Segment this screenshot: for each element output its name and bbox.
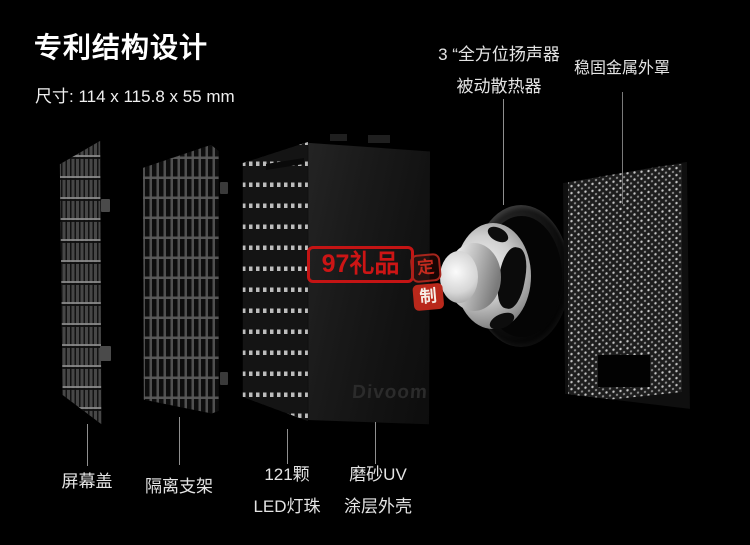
callout-screen-cover: 屏幕盖 [61, 472, 113, 491]
leader-line-metal-cover [622, 92, 623, 204]
isolation-bracket-panel [143, 144, 219, 414]
callout-shell: 磨砂UV 涂层外壳 [334, 464, 422, 517]
callout-metal-cover: 稳固金属外罩 [573, 60, 670, 77]
speaker-magnet-cap [440, 251, 478, 303]
led-matrix-face [242, 142, 308, 422]
watermark-seal-top: 定 [409, 252, 442, 284]
dimensions-text: 尺寸: 114 x 115.8 x 55 mm [35, 87, 235, 106]
leader-line-screen-cover [87, 424, 88, 466]
brand-logo: Divoom [351, 382, 429, 403]
watermark-seal: 定 制 [409, 252, 445, 312]
leader-line-led [287, 429, 288, 464]
leader-line-shell [375, 422, 376, 464]
watermark-badge: 97礼品 [307, 246, 414, 283]
callout-bracket: 隔离支架 [145, 477, 213, 496]
leader-line-bracket [179, 417, 180, 465]
screen-cover-panel [59, 140, 102, 425]
callout-shell-line1: 磨砂UV [349, 465, 407, 484]
bracket-clip [220, 372, 228, 385]
callout-led-line1: 121颗 [264, 465, 310, 484]
bracket-clip [220, 182, 228, 194]
callout-speaker-line1: 3 “全方位扬声器 [438, 45, 560, 64]
screen-cover-clip [100, 346, 111, 361]
metal-cover-panel [563, 161, 690, 409]
metal-cover-cutout [598, 355, 650, 387]
callout-led-line2: LED灯珠 [253, 497, 321, 516]
main-box-top-tab [368, 135, 390, 143]
callout-speaker-line2: 被动散热器 [456, 77, 542, 96]
screen-cover-clip [101, 199, 110, 212]
watermark-seal-bottom: 制 [412, 282, 445, 312]
callout-speaker: 3 “全方位扬声器 被动散热器 [423, 44, 575, 97]
main-box-top-tab [330, 134, 347, 141]
callout-shell-line2: 涂层外壳 [344, 497, 412, 516]
page-title: 专利结构设计 [34, 32, 209, 63]
main-box-front-face [308, 142, 430, 425]
callout-led: 121颗 LED灯珠 [244, 464, 330, 517]
leader-line-speaker [503, 99, 504, 205]
